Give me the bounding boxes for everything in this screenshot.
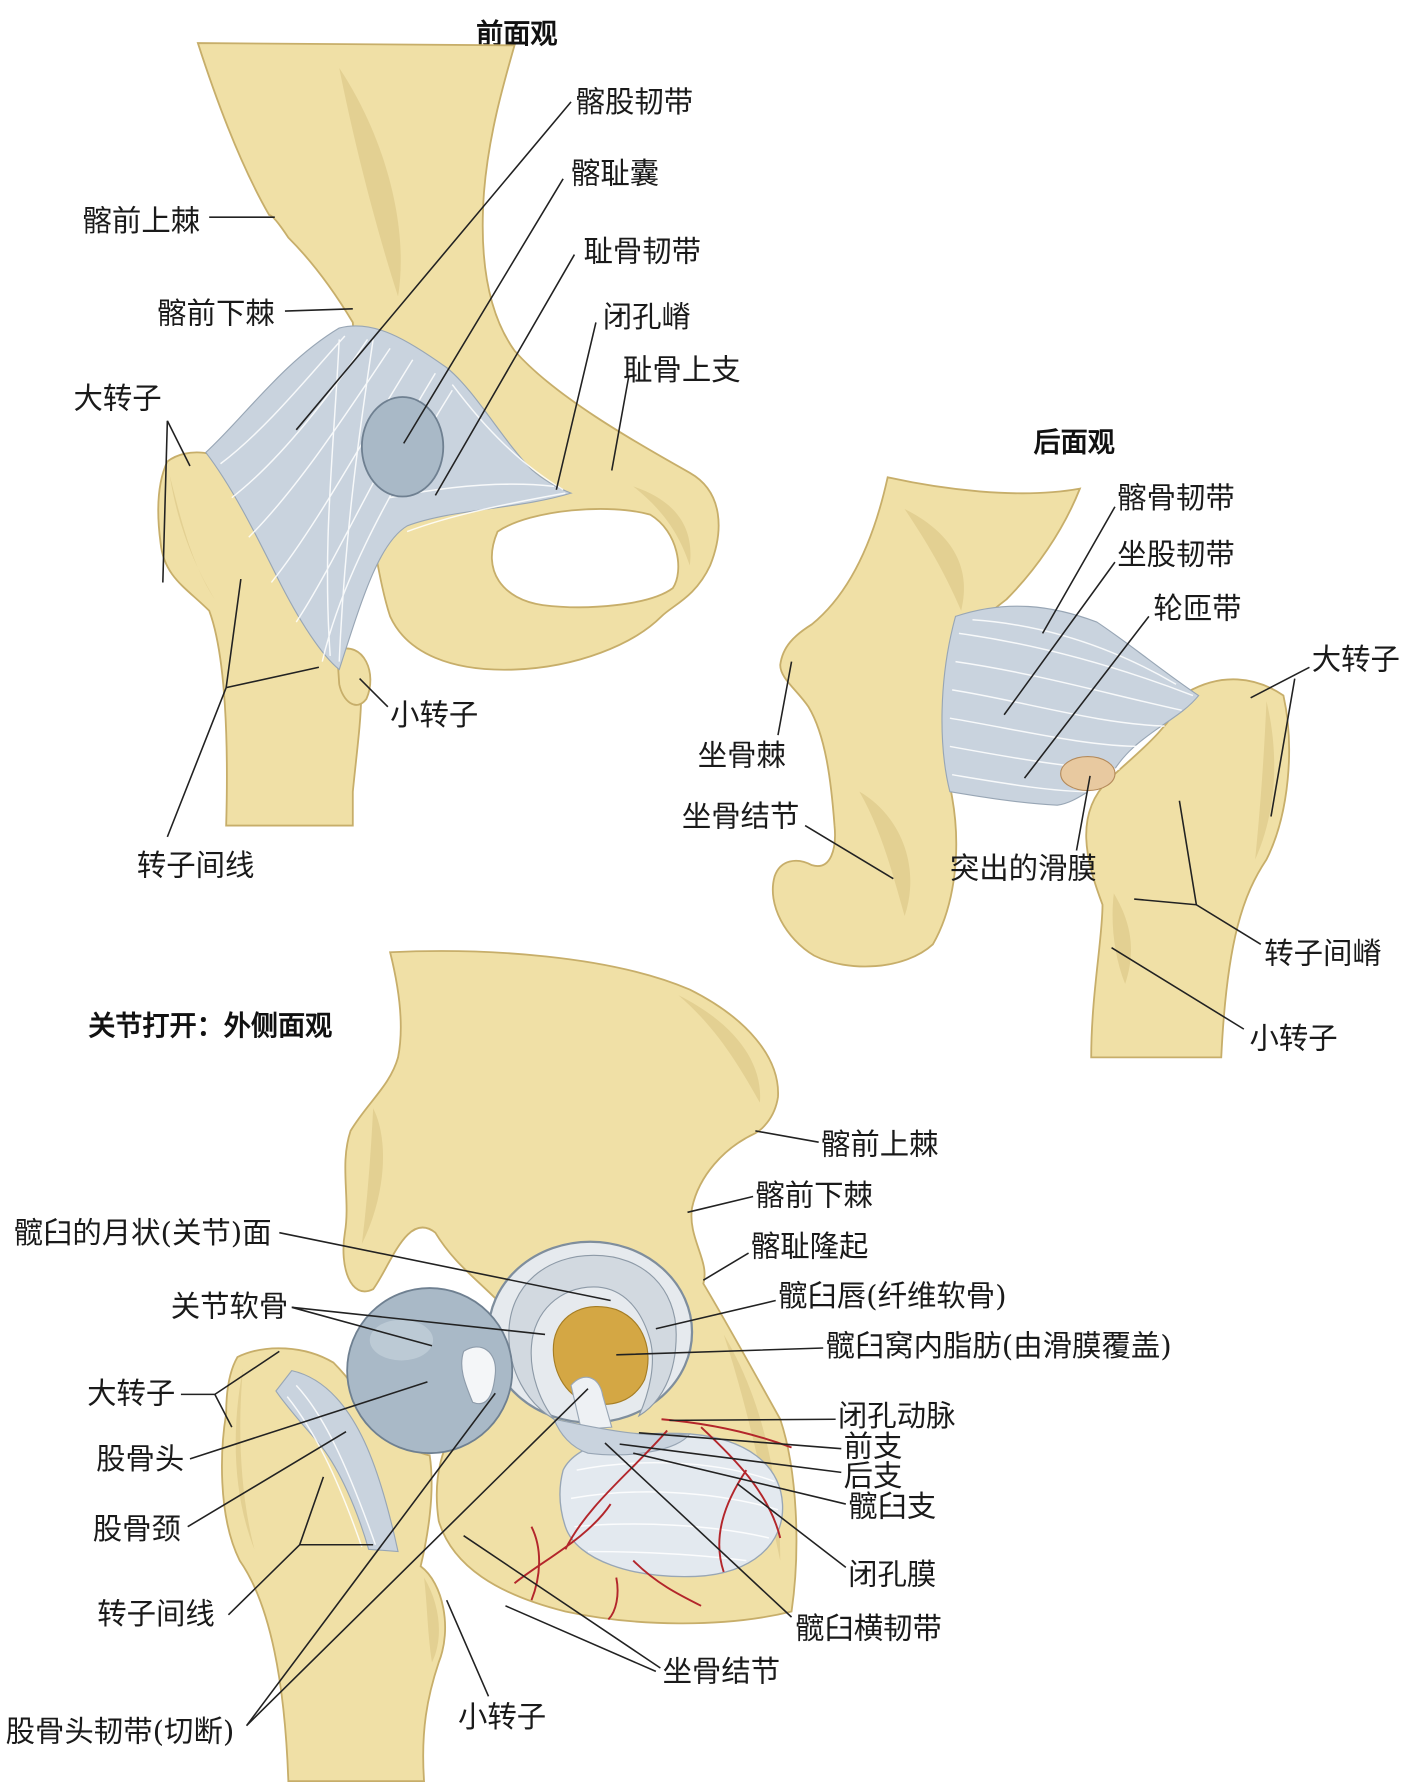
label-transverse-acetabular-ligament: 髋臼横韧带	[795, 1612, 942, 1646]
ligament-fibers-anterior	[220, 335, 566, 662]
pubis-shading-anterior	[633, 486, 691, 566]
iliopectineal-bursa	[360, 396, 445, 498]
label-acetabular-branch: 髋臼支	[848, 1489, 936, 1523]
ilium-shading-anterior	[339, 67, 401, 297]
label-iliopubic-eminence: 髂耻隆起	[751, 1229, 869, 1263]
label-femoral-head: 股骨头	[96, 1442, 184, 1476]
label-acetabular-labrum: 髋臼唇(纤维软骨)	[778, 1279, 1007, 1313]
label-greater-trochanter-anterior: 大转子	[74, 381, 162, 415]
leader-lines-lateral	[180, 1130, 847, 1727]
ilium-shading-posterior	[904, 508, 965, 611]
label-ischial-tuberosity-posterior: 坐骨结节	[682, 800, 800, 834]
label-superior-pubic-ramus: 耻骨上支	[623, 353, 741, 387]
label-ligament-of-head-cut: 股骨头韧带(切断)	[6, 1715, 235, 1749]
label-lesser-trochanter-anterior: 小转子	[390, 698, 478, 732]
label-iliopectineal-bursa: 髂耻囊	[571, 156, 659, 190]
ligament-of-head-stub-femur	[461, 1346, 496, 1405]
femoral-head-highlight	[369, 1319, 434, 1361]
transverse-acetabular-ligament	[553, 1418, 691, 1456]
leader-lines-posterior	[777, 506, 1310, 1030]
lateral-open-view: 关节打开：外侧面观 髂前上棘 髂前下棘 髂耻隆起 髋臼唇(纤维软骨) 髋臼窝内脂…	[6, 950, 1172, 1783]
label-femoral-neck: 股骨颈	[93, 1512, 181, 1546]
lunate-surface	[508, 1254, 677, 1420]
label-articular-cartilage: 关节软骨	[171, 1289, 289, 1323]
label-obturator-crest: 闭孔嵴	[603, 300, 691, 334]
label-asis-anterior: 髂前上棘	[83, 204, 201, 238]
hip-bone-posterior	[771, 476, 1082, 968]
label-ischial-tuberosity-lateral: 坐骨结节	[663, 1655, 781, 1689]
obturator-foramen-anterior	[491, 508, 680, 609]
label-greater-trochanter-posterior: 大转子	[1312, 643, 1400, 677]
label-lesser-trochanter-lateral: 小转子	[458, 1700, 546, 1734]
posterior-view-title: 后面观	[1034, 427, 1115, 458]
label-zona-orbicularis: 轮匝带	[1153, 592, 1241, 626]
ligament-of-head-stub-acetabulum	[570, 1376, 613, 1431]
label-obturator-artery: 闭孔动脉	[838, 1399, 956, 1433]
label-intertrochanteric-line-anterior: 转子间线	[137, 848, 255, 882]
label-intertrochanteric-line-lateral: 转子间线	[97, 1597, 215, 1631]
label-aiis-anterior: 髂前下棘	[157, 297, 275, 331]
capsule-remnant-fibers	[286, 1384, 377, 1548]
ischial-tuberosity-shading	[859, 791, 911, 917]
label-lesser-trochanter-posterior: 小转子	[1250, 1021, 1338, 1055]
label-intertrochanteric-crest: 转子间嵴	[1264, 937, 1382, 971]
obturator-artery	[513, 1418, 792, 1621]
label-ischial-spine: 坐骨棘	[698, 739, 786, 773]
label-aiis-lateral: 髂前下棘	[755, 1179, 873, 1213]
ligament-fibers-posterior	[949, 619, 1194, 793]
lateral-view-title: 关节打开：外侧面观	[88, 1011, 332, 1042]
label-protruding-synovium: 突出的滑膜	[950, 852, 1097, 886]
label-iliofemoral-ligament-posterior: 髂骨韧带	[1117, 481, 1235, 515]
label-asis-lateral: 髂前上棘	[821, 1128, 939, 1162]
ilium-shading-lateral	[361, 995, 781, 1561]
label-acetabular-fossa-fat: 髋臼窝内脂肪(由滑膜覆盖)	[825, 1329, 1171, 1363]
femur-shading-posterior	[1112, 701, 1275, 984]
label-obturator-membrane: 闭孔膜	[848, 1557, 936, 1591]
leader-lines-anterior	[162, 101, 630, 838]
label-pubic-ligament: 耻骨韧带	[583, 234, 701, 268]
anterior-view: 前面观 髂股韧带 髂耻囊 耻骨韧带 闭孔嵴 耻骨上支 髂前上棘 髂前下棘 大转子…	[74, 18, 741, 882]
lesser-trochanter-anterior	[336, 647, 372, 706]
label-iliofemoral-ligament: 髂股韧带	[576, 85, 694, 119]
label-lunate-surface: 髋臼的月状(关节)面	[14, 1216, 272, 1250]
label-anterior-branch: 前支	[844, 1430, 903, 1464]
label-ischiofemoral-ligament: 坐股韧带	[1117, 537, 1235, 571]
label-greater-trochanter-lateral: 大转子	[87, 1376, 175, 1410]
posterior-view: 后面观 髂骨韧带 坐股韧带 轮匝带 大转子 坐骨棘 坐骨结节 突出的滑膜 转子间…	[682, 427, 1400, 1059]
joint-capsule-remnant-lateral	[275, 1369, 399, 1553]
label-posterior-branch: 后支	[844, 1459, 903, 1493]
